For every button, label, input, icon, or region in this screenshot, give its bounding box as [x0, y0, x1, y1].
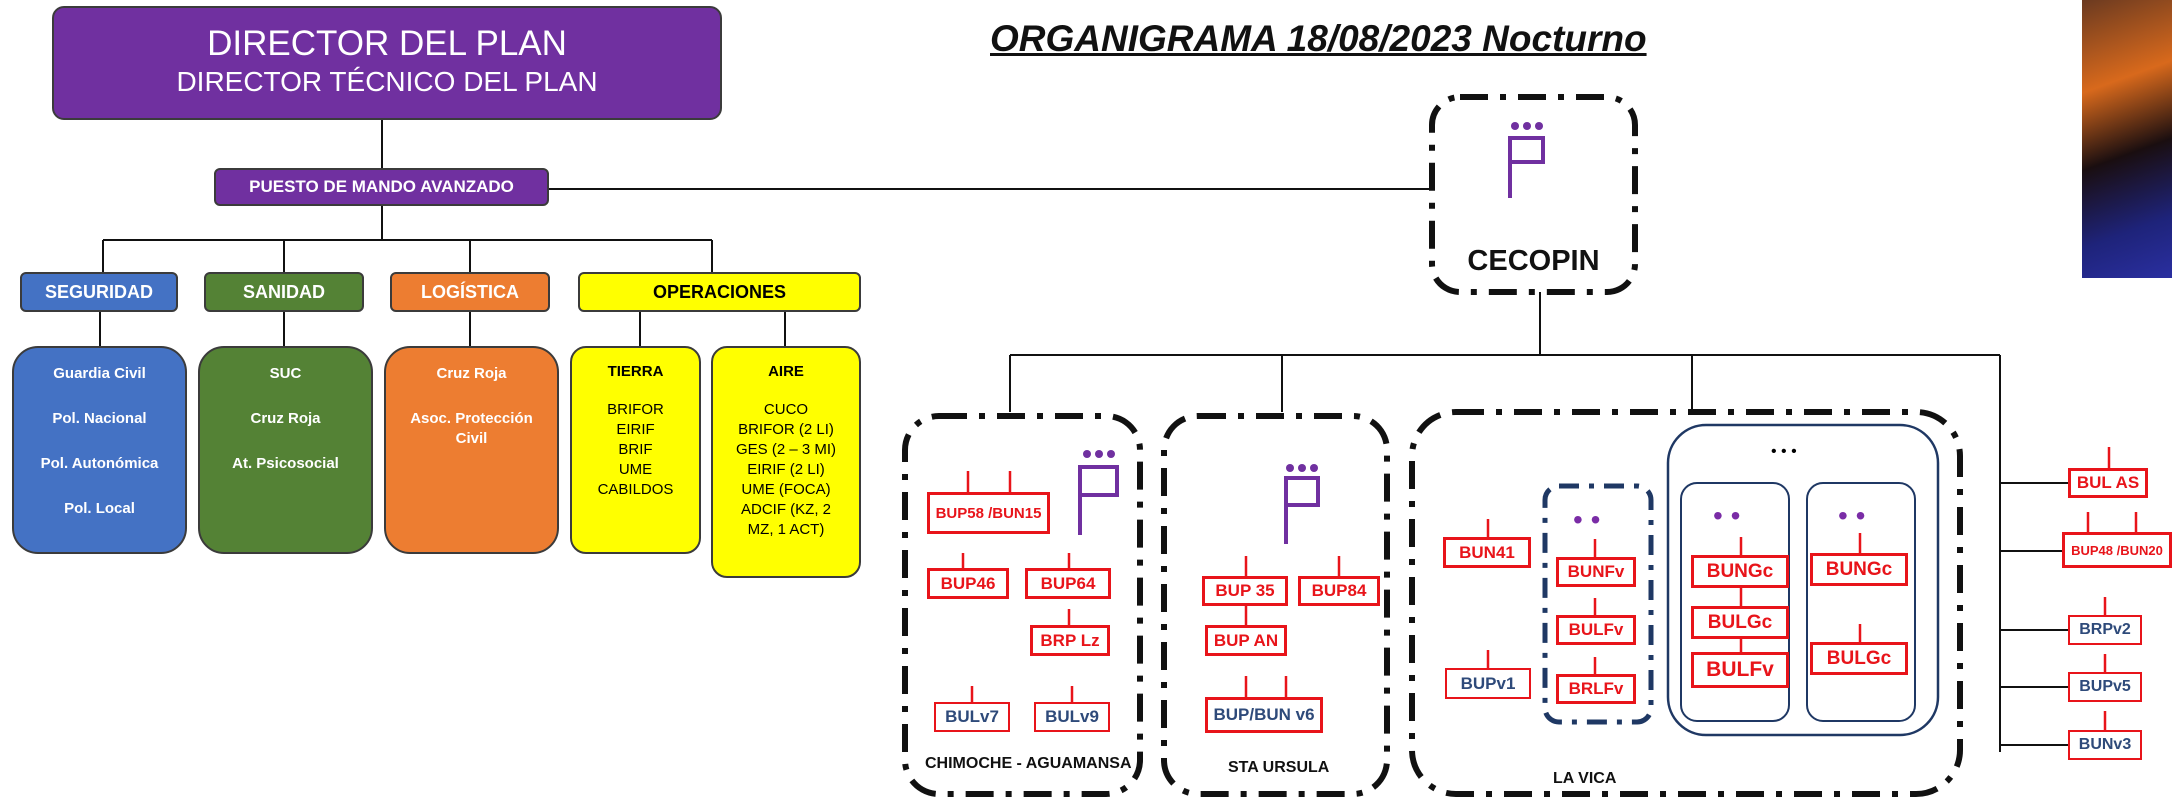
unit-bungc-1: BUNGc [1691, 555, 1789, 588]
unit-bulv7: BULv7 [934, 702, 1010, 732]
list-item: Guardia Civil [53, 365, 146, 382]
cecopin-label: CECOPIN [1467, 245, 1600, 277]
unit-bulfv-2: BULFv [1691, 652, 1789, 688]
unit-bup48-bun20: BUP48 /BUN20 [2062, 532, 2172, 568]
seguridad-list: Guardia Civil Pol. Nacional Pol. Autonóm… [12, 346, 187, 554]
unit-bup46: BUP46 [927, 568, 1009, 599]
unit-bul-as: BUL AS [2068, 468, 2148, 498]
list-item: Cruz Roja [250, 410, 321, 427]
unit-bun41: BUN41 [1443, 537, 1531, 568]
seguridad-header: SEGURIDAD [20, 272, 178, 312]
unit-bupv1: BUPv1 [1445, 668, 1531, 699]
list-item: At. Psicosocial [232, 455, 339, 472]
dots-bungc-col1: • • [1713, 500, 1741, 531]
aire-list: AIRE CUCO BRIFOR (2 LI) GES (2 – 3 MI) E… [711, 346, 861, 578]
zone-label-sta-ursula: STA URSULA [1228, 759, 1330, 776]
unit-brp-lz: BRP Lz [1030, 625, 1110, 656]
unit-brlfv: BRLFv [1556, 674, 1636, 704]
zone-label-chimoche: CHIMOCHE - AGUAMANSA [925, 755, 1132, 772]
list-item: Pol. Nacional [52, 410, 147, 427]
tierra-list: TIERRA BRIFOR EIRIF BRIF UME CABILDOS [570, 346, 701, 554]
list-item: BRIF [618, 441, 653, 458]
list-item: Cruz Roja [436, 365, 507, 382]
zone-label-la-vica: LA VICA [1553, 770, 1617, 787]
list-item: EIRIF (2 LI) [747, 461, 825, 478]
sanidad-list: SUC Cruz Roja At. Psicosocial [198, 346, 373, 554]
page-title: ORGANIGRAMA 18/08/2023 Nocturno [990, 18, 1647, 59]
list-item: MZ, 1 ACT) [747, 521, 825, 538]
unit-bup58-bun15: BUP58 /BUN15 [927, 492, 1050, 534]
unit-bungc-2: BUNGc [1810, 553, 1908, 586]
pma-box: PUESTO DE MANDO AVANZADO [214, 168, 549, 206]
list-item: EIRIF [616, 421, 655, 438]
list-item: Civil [455, 430, 488, 447]
unit-bulgc-1: BULGc [1691, 606, 1789, 639]
unit-bulv9: BULv9 [1034, 702, 1110, 732]
list-item: Pol. Autonómica [40, 455, 159, 472]
list-item: GES (2 – 3 MI) [735, 441, 837, 458]
list-item: UME (FOCA) [741, 481, 831, 498]
dots-bungc-col2: • • [1838, 500, 1866, 531]
unit-bupv5: BUPv5 [2068, 672, 2142, 702]
director-box: DIRECTOR DEL PLAN DIRECTOR TÉCNICO DEL P… [52, 6, 722, 120]
unit-bup35: BUP 35 [1202, 576, 1288, 606]
director-subtitle: DIRECTOR TÉCNICO DEL PLAN [176, 66, 598, 97]
list-item: Asoc. Protección [410, 410, 533, 427]
list-item: BRIFOR (2 LI) [738, 421, 834, 438]
operaciones-header: OPERACIONES [578, 272, 861, 312]
unit-bup64: BUP64 [1025, 568, 1111, 599]
list-item: CUCO [763, 401, 809, 418]
list-item: SUC [269, 365, 302, 382]
unit-bunfv: BUNFv [1556, 557, 1636, 587]
unit-bunv3: BUNv3 [2068, 730, 2142, 760]
list-item: BRIFOR [607, 401, 664, 418]
dots-la-vica: • • • [1771, 443, 1797, 460]
logistica-list: Cruz Roja Asoc. Protección Civil [384, 346, 559, 554]
unit-brpv2: BRPv2 [2068, 615, 2142, 645]
tierra-title: TIERRA [607, 363, 664, 380]
list-item: UME [618, 461, 653, 478]
logistica-header: LOGÍSTICA [390, 272, 550, 312]
aire-title: AIRE [768, 363, 804, 380]
unit-bup84: BUP84 [1298, 576, 1380, 606]
unit-bulgc-2: BULGc [1810, 642, 1908, 675]
list-item: Pol. Local [64, 500, 135, 517]
director-title: DIRECTOR DEL PLAN [207, 24, 567, 63]
unit-bup-bun-v6: BUP/BUN v6 [1205, 697, 1323, 733]
dots-bunfv-col: • • [1573, 504, 1601, 535]
unit-bup-an: BUP AN [1205, 625, 1287, 656]
list-item: CABILDOS [597, 481, 674, 498]
unit-bulfv: BULFv [1556, 615, 1636, 645]
sanidad-header: SANIDAD [204, 272, 364, 312]
list-item: ADCIF (KZ, 2 [740, 501, 831, 518]
fire-photo [2082, 0, 2172, 278]
